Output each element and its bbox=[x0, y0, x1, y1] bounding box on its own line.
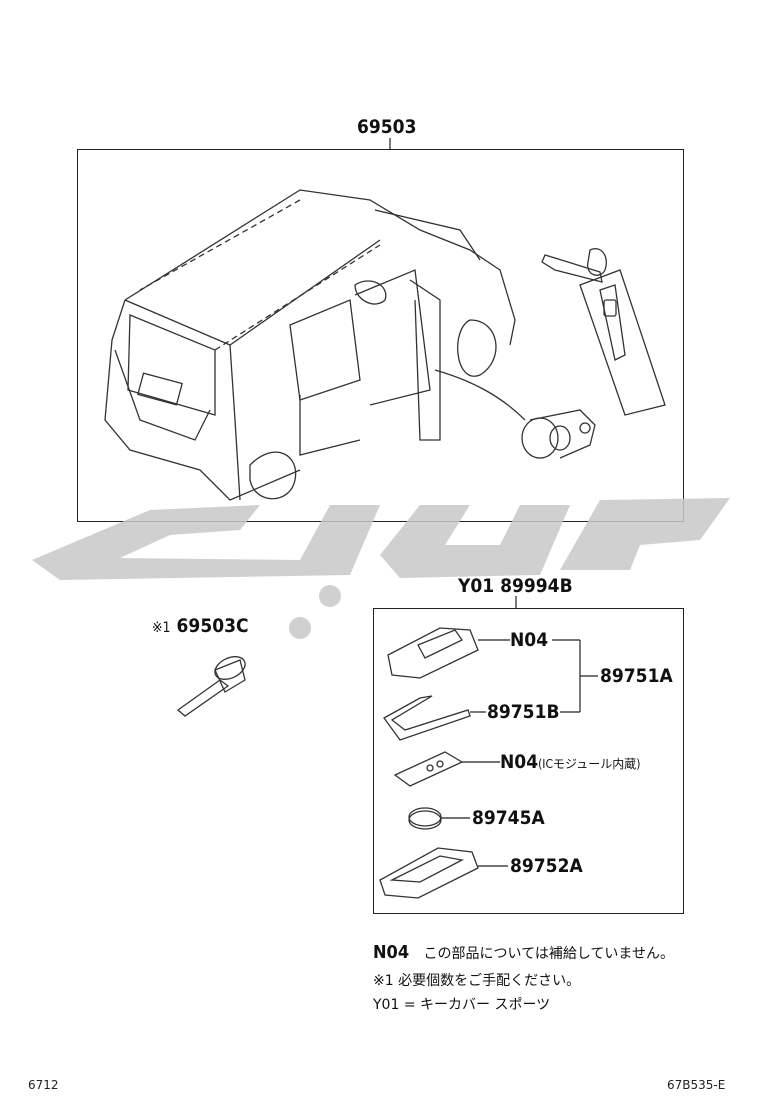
label-n04-top: N04 bbox=[510, 629, 549, 651]
bracket-89751A bbox=[552, 639, 598, 713]
footer-figure-code: 67B535-E bbox=[667, 1078, 726, 1092]
main-kit-frame bbox=[77, 149, 684, 522]
part-note: (ICモジュール内蔵) bbox=[538, 757, 641, 771]
part-number: 69503C bbox=[176, 615, 249, 637]
fob-frame bbox=[383, 695, 471, 741]
note-n04: N04 この部品については補給していません。 bbox=[373, 942, 674, 963]
spare-key-illustration bbox=[176, 656, 246, 717]
ic-module bbox=[393, 751, 464, 787]
vehicle-illustration bbox=[104, 189, 526, 501]
part-number: N04 bbox=[500, 751, 539, 773]
label-89752A: 89752A bbox=[510, 855, 583, 877]
fob-kit-frame bbox=[373, 608, 684, 914]
label-89751B: 89751B bbox=[487, 701, 560, 723]
fob-case-top bbox=[387, 627, 479, 679]
label-89745A: 89745A bbox=[472, 807, 545, 829]
key-and-tag bbox=[541, 248, 666, 416]
label-y01-89994B: Y01 89994B bbox=[458, 575, 573, 597]
note-2: Y01 = キーカバー スポーツ bbox=[373, 997, 551, 1013]
fob-case-bottom bbox=[379, 847, 479, 899]
footer-page-code: 6712 bbox=[28, 1078, 59, 1092]
label-89751A: 89751A bbox=[600, 665, 673, 687]
note-mark: ※1 bbox=[152, 620, 171, 636]
note-1: ※1 必要個数をご手配ください。 bbox=[373, 973, 581, 989]
coin-battery bbox=[408, 807, 442, 830]
door-lock-cylinder bbox=[521, 409, 596, 459]
label-69503C: ※1 69503C bbox=[152, 615, 249, 637]
note-text: この部品については補給していません。 bbox=[423, 946, 675, 962]
label-69503: 69503 bbox=[357, 116, 417, 138]
watermark-logo bbox=[32, 498, 730, 639]
note-code: N04 bbox=[373, 942, 410, 963]
label-n04-module: N04(ICモジュール内蔵) bbox=[500, 751, 640, 773]
